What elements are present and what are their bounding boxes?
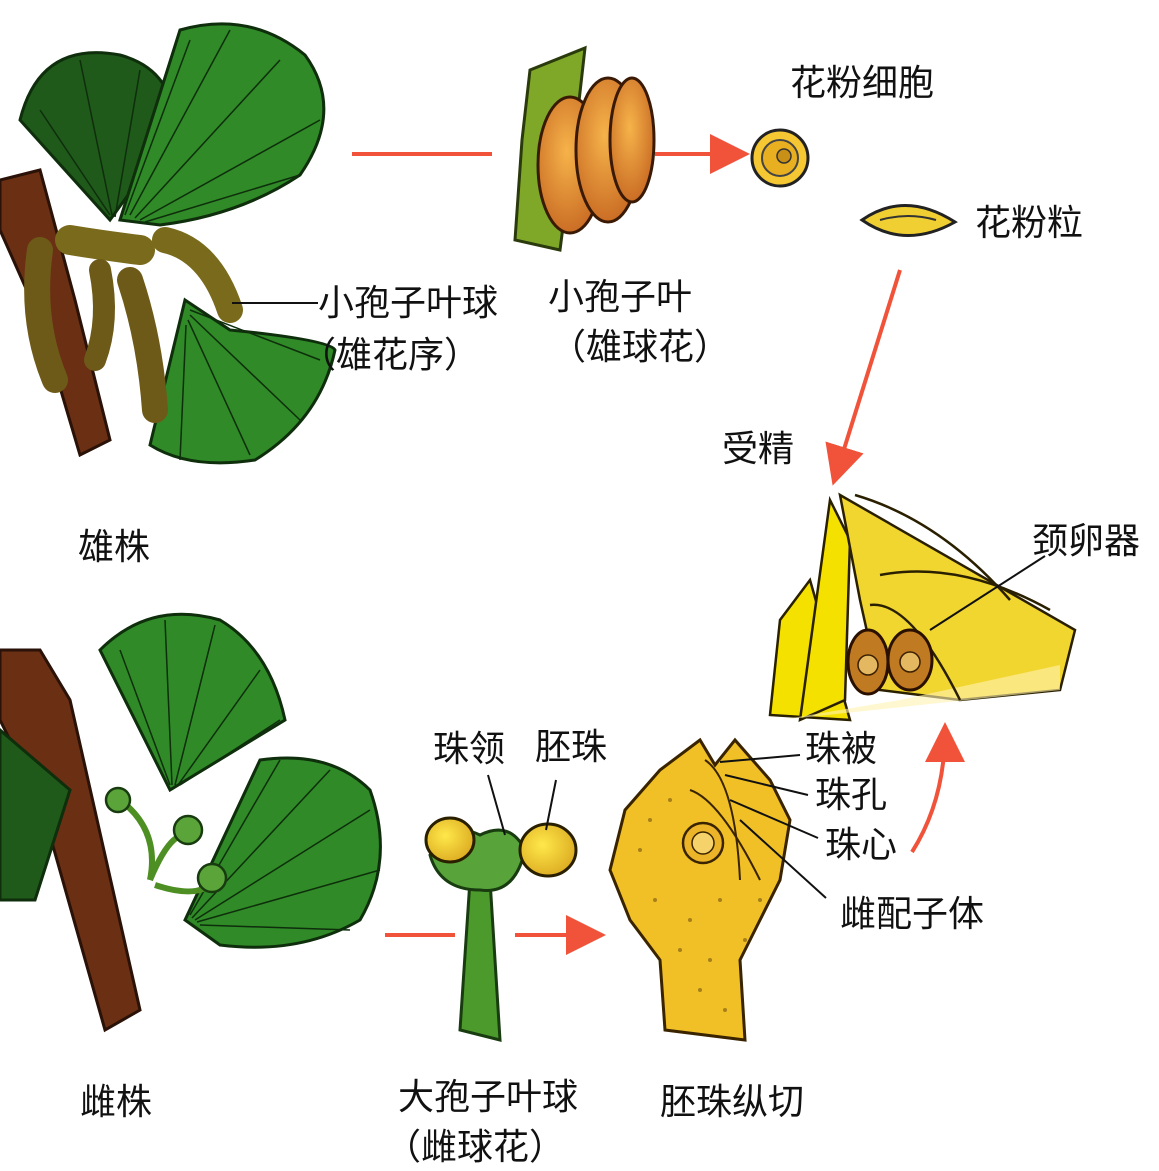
microsporophyll-illustration	[513, 45, 656, 252]
male-plant-illustration	[0, 22, 337, 465]
label-pollen-cell: 花粉细胞	[790, 63, 935, 104]
label-archegonium: 颈卵器	[1032, 521, 1141, 562]
label-micropyle: 珠孔	[815, 775, 888, 816]
pollen-cell-illustration	[750, 128, 810, 188]
label-female-plant: 雌株	[80, 1082, 153, 1123]
label-ovule-section: 胚珠纵切	[660, 1082, 805, 1123]
label-megasporangiate-strobilus: 大孢子叶球	[398, 1077, 579, 1118]
label-male-plant: 雄株	[78, 527, 151, 568]
cycle-arrows	[352, 134, 965, 955]
female-plant-illustration	[0, 612, 382, 1033]
arrow-ovule-to-archegonium	[910, 722, 965, 854]
arrow-pollen-grain-to-fertilization	[825, 269, 902, 486]
label-ovule: 胚珠	[535, 727, 608, 768]
megasporangiate-strobilus-illustration	[424, 774, 578, 1042]
ovule-section-illustration	[608, 737, 827, 1042]
label-male-cone: （雄球花）	[550, 327, 731, 368]
label-pollen-grain: 花粉粒	[975, 203, 1084, 244]
label-microsporophyll: 小孢子叶	[548, 277, 693, 318]
label-microsporangiate-strobilus: 小孢子叶球	[318, 283, 499, 324]
label-nucellus: 珠心	[825, 825, 898, 866]
label-ovule-collar: 珠领	[433, 729, 506, 770]
archegonium-illustration	[768, 492, 1077, 723]
label-female-cone: （雌球花）	[385, 1127, 566, 1168]
label-fertilization: 受精	[722, 429, 795, 470]
label-male-inflorescence: （雄花序）	[300, 335, 481, 376]
label-female-gametophyte: 雌配子体	[840, 894, 985, 935]
pollen-grain-illustration	[859, 204, 958, 237]
label-integument: 珠被	[805, 729, 878, 770]
